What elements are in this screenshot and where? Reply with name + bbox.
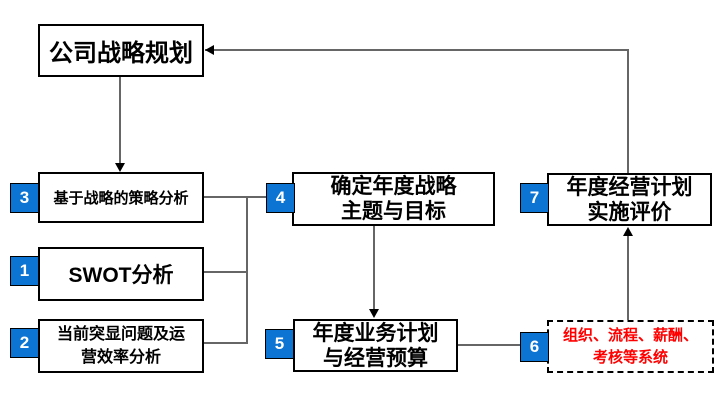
box-step3-strategy-analysis: 基于战略的策略分析 — [38, 172, 204, 223]
connector-step1-to-trunk — [204, 271, 248, 273]
connector-step5-to-step6 — [458, 344, 520, 346]
step-badge-7: 7 — [520, 183, 549, 213]
box-step6-org-systems: 组织、流程、薪酬、 考核等系统 — [547, 320, 714, 373]
step-badge-5: 5 — [265, 329, 294, 359]
box-step1-swot: SWOT分析 — [38, 247, 204, 301]
box-step2-problem-analysis: 当前突显问题及运 营效率分析 — [38, 319, 204, 373]
arrowhead-down-step3 — [115, 163, 125, 172]
connector-step6-to-step7 — [627, 235, 629, 320]
arrowhead-down-step5 — [369, 309, 379, 318]
arrowhead-left-strategy — [205, 45, 214, 55]
connector-trunk-vertical — [246, 196, 248, 344]
connector-strategy-to-step3 — [119, 77, 121, 164]
connector-step3-to-step4 — [204, 196, 266, 198]
connector-feedback-vertical — [627, 49, 629, 173]
step-badge-2: 2 — [10, 328, 39, 358]
connector-feedback-horizontal — [205, 49, 628, 51]
connector-step2-to-trunk — [204, 342, 248, 344]
step-badge-6: 6 — [520, 332, 549, 362]
step-badge-3: 3 — [10, 183, 39, 213]
box-company-strategy: 公司战略规划 — [38, 24, 204, 77]
arrowhead-up-step7 — [623, 227, 633, 236]
step-badge-1: 1 — [10, 256, 39, 286]
box-step4-annual-theme-goals: 确定年度战略 主题与目标 — [292, 172, 495, 226]
box-step7-implementation-review: 年度经营计划 实施评价 — [547, 173, 712, 226]
connector-step4-to-step5 — [373, 226, 375, 310]
step-badge-4: 4 — [266, 183, 295, 213]
box-step5-business-plan-budget: 年度业务计划 与经营预算 — [293, 319, 458, 372]
